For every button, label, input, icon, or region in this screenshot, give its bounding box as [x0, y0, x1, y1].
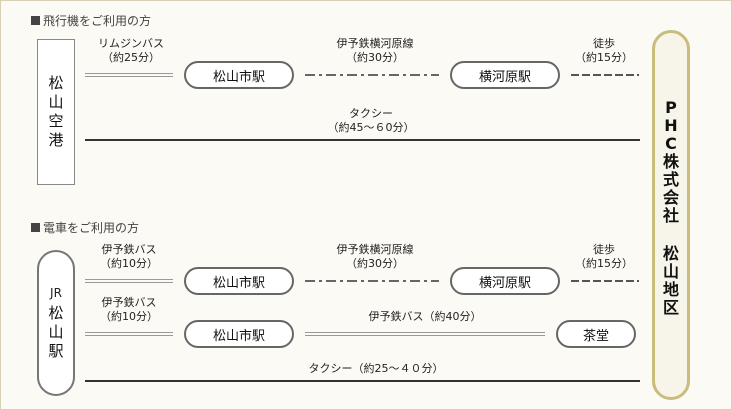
- station-yokogawara: 横河原駅: [450, 61, 560, 89]
- bus-connector-3: [305, 332, 545, 336]
- rail-connector: [305, 74, 439, 76]
- rail-label: 伊予鉄横河原線（約30分）: [336, 37, 414, 64]
- station-matsuyamashi-1: 松山市駅: [184, 267, 294, 295]
- bus-connector-1: [85, 279, 173, 283]
- bus-label-1: 伊予鉄バス（約10分）: [100, 243, 158, 270]
- station-matsuyamashi: 松山市駅: [184, 61, 294, 89]
- taxi-label: タクシー（約45～６0分）: [327, 107, 415, 134]
- station-chado: 茶堂: [556, 320, 636, 348]
- rail-label-1: 伊予鉄横河原線（約30分）: [336, 243, 414, 270]
- origin-airport: 松山空港: [37, 39, 75, 185]
- airport-section-title: 飛行機をご利用の方: [31, 12, 151, 29]
- taxi-connector-2: [85, 380, 640, 382]
- train-section-title: 電車をご利用の方: [31, 219, 139, 236]
- bus-connector-2: [85, 332, 173, 336]
- walk-label-1: 徒歩（約15分）: [575, 243, 633, 270]
- walk-connector-1: [571, 280, 639, 282]
- rail-connector-1: [305, 280, 439, 282]
- taxi-label-2: タクシー（約25～４０分）: [308, 362, 444, 375]
- station-matsuyamashi-2: 松山市駅: [184, 320, 294, 348]
- destination-site: 松山地区: [662, 244, 679, 317]
- walk-label: 徒歩（約15分）: [575, 37, 633, 64]
- origin-airport-label: 松山空港: [48, 74, 64, 149]
- bus-label-3: 伊予鉄バス（約40分）: [368, 310, 482, 323]
- bus-label-2: 伊予鉄バス（約10分）: [100, 296, 158, 323]
- walk-connector: [571, 74, 639, 76]
- jr-line-label: JR: [50, 285, 62, 300]
- origin-jr-label: 松山駅: [48, 303, 64, 360]
- taxi-connector: [85, 139, 640, 141]
- bus-label: リムジンバス（約25分）: [98, 37, 164, 64]
- square-bullet-icon: [31, 223, 40, 232]
- origin-jr-matsuyama: JR 松山駅: [37, 250, 75, 396]
- square-bullet-icon: [31, 16, 40, 25]
- station-yokogawara-1: 横河原駅: [450, 267, 560, 295]
- bus-connector: [85, 73, 173, 77]
